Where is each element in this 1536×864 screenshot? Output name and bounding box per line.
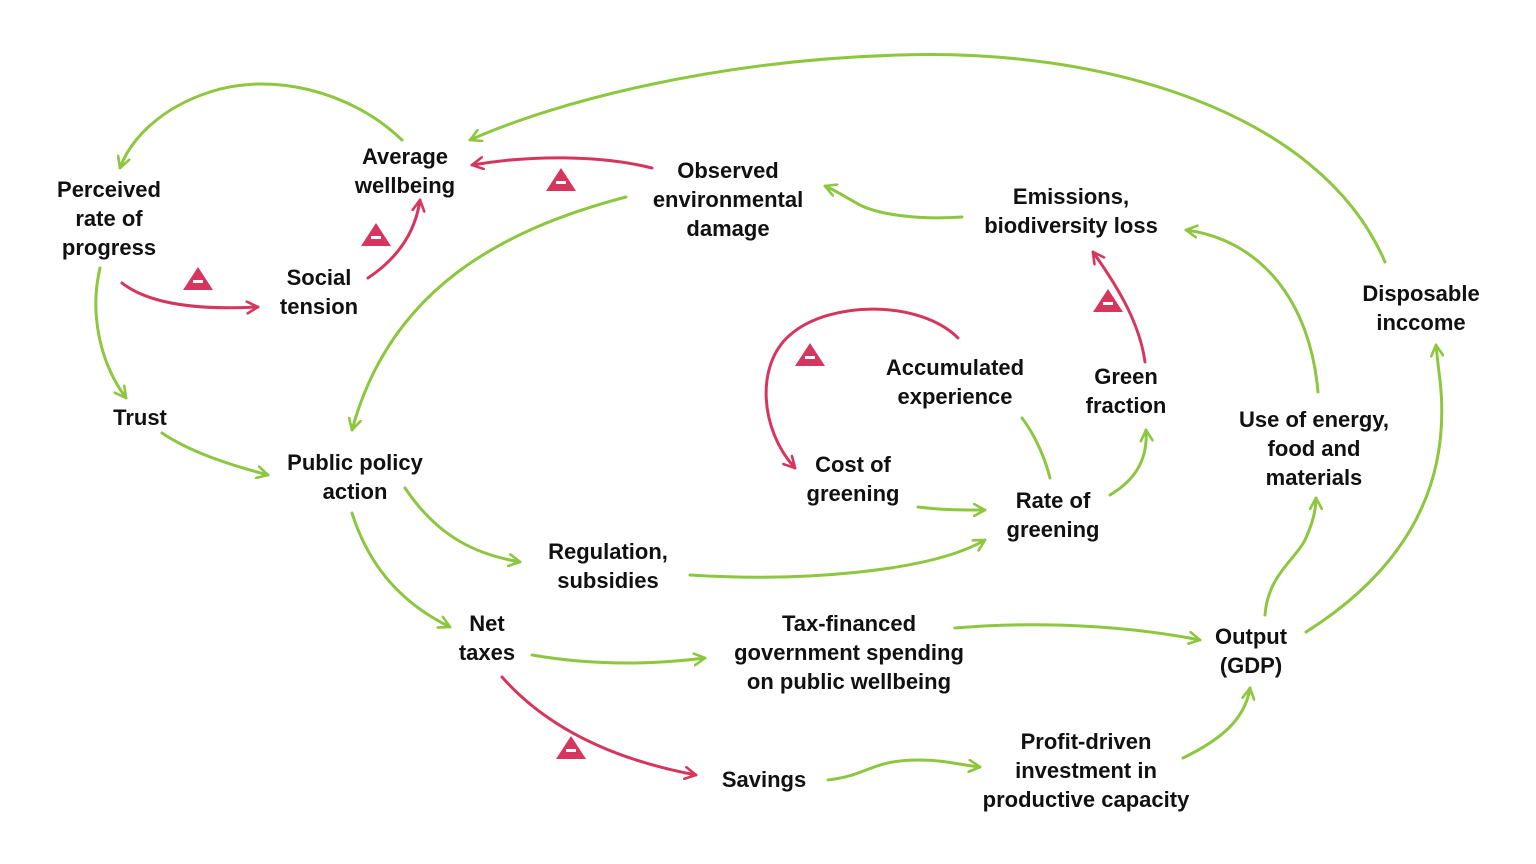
- node-observed-environmental-damage: Observed environmental damage: [653, 156, 803, 243]
- node-line: Observed: [677, 158, 779, 183]
- link-output-to-disposable: [1304, 343, 1442, 634]
- node-line: Social: [286, 265, 352, 290]
- node-line: Cost of: [815, 452, 891, 477]
- negative-marker-6: [556, 736, 586, 759]
- link-greening-to-experience: [1020, 416, 1052, 480]
- link-wellbeing-to-perceived: [120, 82, 404, 170]
- node-accumulated-experience: Accumulated experience: [886, 353, 1024, 411]
- link-use-to-emissions: [1184, 230, 1320, 394]
- negative-marker-4: [795, 343, 825, 366]
- node-line: damage: [686, 216, 770, 241]
- link-savings-to-investment: [826, 758, 982, 782]
- node-use-of-energy-food-materials: Use of energy, food and materials: [1239, 405, 1389, 492]
- node-line: progress: [61, 235, 157, 260]
- negative-marker-1: [546, 168, 576, 191]
- node-line: Accumulated: [885, 355, 1025, 380]
- link-policy-to-nettaxes: [350, 511, 452, 627]
- node-line: greening: [1006, 517, 1100, 542]
- negative-marker-2: [361, 223, 391, 246]
- node-line: (GDP): [1219, 653, 1283, 678]
- link-cost-to-greening: [916, 507, 987, 510]
- node-line: Savings: [721, 767, 807, 792]
- node-tax-financed-government-spending: Tax-financed government spending on publ…: [734, 609, 964, 696]
- node-line: Regulation,: [548, 539, 668, 564]
- node-trust: Trust: [113, 403, 167, 432]
- node-line: wellbeing: [354, 173, 456, 198]
- link-perceived-to-social-tension: [120, 281, 260, 308]
- node-line: taxes: [458, 640, 516, 665]
- node-rate-of-greening: Rate of greening: [1007, 486, 1100, 544]
- node-line: food and: [1267, 436, 1361, 461]
- node-savings: Savings: [722, 765, 806, 794]
- node-line: inccome: [1376, 310, 1466, 335]
- node-line: Public policy: [287, 450, 423, 475]
- negative-marker-3: [183, 267, 213, 290]
- node-line: Average: [361, 144, 448, 169]
- node-line: Output: [1214, 624, 1288, 649]
- node-line: on public wellbeing: [746, 669, 952, 694]
- link-investment-to-output: [1181, 686, 1250, 760]
- node-output-gdp: Output (GDP): [1215, 622, 1287, 680]
- node-regulation-subsidies: Regulation, subsidies: [548, 537, 668, 595]
- node-average-wellbeing: Average wellbeing: [355, 142, 455, 200]
- node-social-tension: Social tension: [280, 263, 358, 321]
- node-line: productive capacity: [982, 787, 1190, 812]
- link-taxfinanced-to-output: [953, 623, 1202, 640]
- node-line: Use of energy,: [1239, 407, 1389, 432]
- node-line: tension: [279, 294, 359, 319]
- node-net-taxes: Net taxes: [459, 609, 515, 667]
- node-emissions-biodiversity-loss: Emissions, biodiversity loss: [984, 182, 1158, 240]
- node-line: Trust: [113, 405, 167, 430]
- link-nettaxes-to-taxfinanced: [530, 655, 707, 663]
- link-nettaxes-to-savings: [500, 675, 698, 775]
- link-regulation-to-greening: [688, 538, 987, 579]
- link-perceived-to-trust: [94, 266, 128, 400]
- link-damage-to-wellbeing: [470, 158, 654, 168]
- node-line: government spending: [734, 640, 964, 665]
- node-line: Tax-financed: [781, 611, 917, 636]
- node-line: Perceived: [57, 177, 161, 202]
- node-line: Emissions,: [1012, 184, 1130, 209]
- negative-marker-5: [1093, 289, 1123, 312]
- node-line: Disposable: [1362, 281, 1480, 306]
- node-green-fraction: Green fraction: [1086, 362, 1167, 420]
- node-line: experience: [897, 384, 1013, 409]
- link-damage-to-policy: [352, 195, 628, 432]
- node-line: investment in: [1015, 758, 1157, 783]
- link-disposable-to-wellbeing: [468, 52, 1387, 264]
- node-line: biodiversity loss: [984, 213, 1158, 238]
- link-trust-to-policy: [160, 431, 270, 475]
- node-line: Green: [1094, 364, 1158, 389]
- node-line: subsidies: [557, 568, 659, 593]
- node-line: Profit-driven: [1020, 729, 1152, 754]
- node-line: fraction: [1085, 393, 1167, 418]
- link-emissions-to-damage: [823, 186, 964, 220]
- link-greening-to-green-fraction: [1108, 428, 1146, 497]
- node-line: Rate of: [1015, 488, 1091, 513]
- node-disposable-income: Disposable inccome: [1362, 279, 1479, 337]
- node-public-policy-action: Public policy action: [287, 448, 423, 506]
- link-social-tension-to-wellbeing: [366, 198, 420, 280]
- link-green-fraction-to-emissions: [1091, 250, 1147, 364]
- node-profit-driven-investment: Profit-driven investment in productive c…: [983, 727, 1190, 814]
- link-policy-to-regulation: [403, 486, 522, 562]
- node-line: rate of: [75, 206, 143, 231]
- link-experience-to-cost: [764, 307, 960, 470]
- node-line: greening: [806, 481, 900, 506]
- node-line: environmental: [652, 187, 804, 212]
- node-perceived-rate-of-progress: Perceived rate of progress: [57, 175, 161, 262]
- node-line: Net: [469, 611, 505, 636]
- link-output-to-use: [1263, 496, 1316, 617]
- node-line: action: [322, 479, 388, 504]
- node-line: materials: [1265, 465, 1363, 490]
- node-cost-of-greening: Cost of greening: [807, 450, 900, 508]
